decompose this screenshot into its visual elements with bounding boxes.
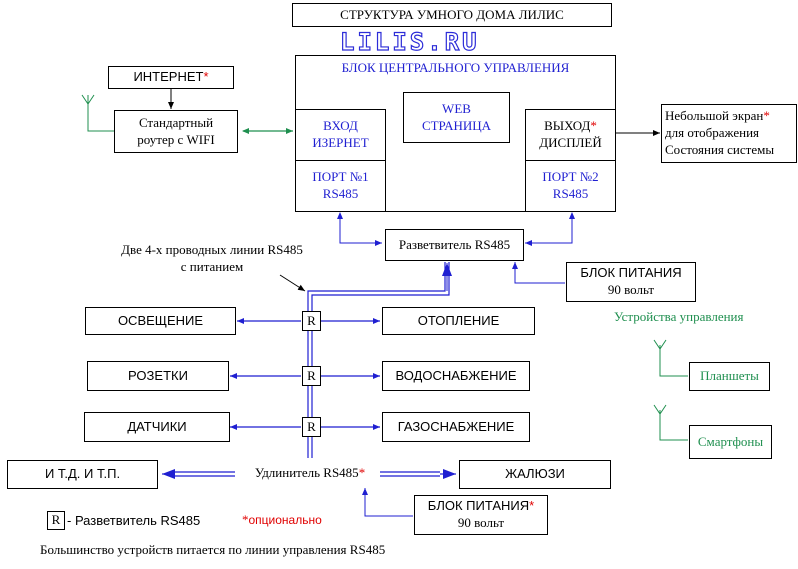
port1-splitter-link	[337, 212, 382, 246]
gas-supply-box: ГАЗОСНАБЖЕНИЕ	[382, 412, 530, 442]
central-unit-title: БЛОК ЦЕНТРАЛЬНОГО УПРАВЛЕНИЯ	[341, 60, 570, 75]
output-optional-mark: *	[590, 118, 597, 134]
display-line1: Небольшой экран	[665, 108, 764, 124]
power-ext-line1: БЛОК ПИТАНИЯ	[427, 498, 530, 514]
extender-box: Удлинитель RS485*	[235, 459, 385, 488]
display-box: Небольшой экран* для отображения Состоян…	[661, 104, 797, 163]
display-optional-mark: *	[763, 108, 770, 124]
r-splitter-1: R	[302, 311, 321, 331]
heating-label: ОТОПЛЕНИЕ	[417, 312, 500, 328]
internet-label: ИНТЕРНЕТ	[133, 69, 204, 85]
tablets-box: Планшеты	[689, 362, 770, 391]
port1-box: ПОРТ №1 RS485	[295, 160, 386, 212]
router-antenna	[81, 94, 114, 132]
sensors-box: ДАТЧИКИ	[84, 412, 230, 442]
router-line1: Стандартный	[138, 114, 214, 130]
central-input-line2: ИЗЕРНЕТ	[312, 135, 369, 150]
diagram-title: СТРУКТУРА УМНОГО ДОМА ЛИЛИС	[292, 3, 612, 27]
port2-line1: ПОРТ №2	[542, 169, 599, 185]
display-line2: для отображения	[665, 125, 760, 141]
internet-box: ИНТЕРНЕТ*	[108, 66, 234, 89]
r-splitter-1-label: R	[307, 312, 316, 328]
lilis-logo: LILIS.RU	[339, 28, 480, 56]
optional-legend-star: *	[242, 512, 249, 527]
central-output-box: ВЫХОД* ДИСПЛЕЙ	[525, 109, 616, 161]
port2-line2: RS485	[552, 186, 589, 201]
web-line2: СТРАНИЦА	[421, 117, 492, 133]
rs485-lines-note-line2: с питанием	[180, 258, 244, 274]
central-input-line1: ВХОД	[323, 118, 358, 134]
diagram-title-text: СТРУКТУРА УМНОГО ДОМА ЛИЛИС	[340, 6, 564, 22]
r-splitter-2-label: R	[307, 367, 316, 383]
smartphones-box: Смартфоны	[689, 425, 772, 459]
extender-label: Удлинитель RS485	[254, 465, 359, 481]
heating-box: ОТОПЛЕНИЕ	[382, 307, 535, 335]
smartphones-label: Смартфоны	[697, 433, 764, 449]
tablets-label: Планшеты	[700, 368, 759, 384]
legend-r-letter: R	[51, 512, 61, 528]
footer-note: Большинство устройств питается по линии …	[40, 542, 386, 557]
rs485-lines-note: Две 4-х проводных линии RS485 с питанием	[102, 242, 322, 276]
central-input-box: ВХОД ИЗЕРНЕТ	[295, 109, 386, 161]
branch-arrows	[230, 318, 380, 430]
power-ext-optional-mark: *	[529, 498, 535, 514]
r-splitter-3: R	[302, 417, 321, 437]
lighting-box: ОСВЕЩЕНИЕ	[85, 307, 236, 335]
power-ext-box: БЛОК ПИТАНИЯ* 90 вольт	[414, 495, 548, 535]
etc-label: И Т.Д. И Т.П.	[44, 466, 121, 482]
lighting-label: ОСВЕЩЕНИЕ	[117, 312, 204, 328]
main-splitter-label: Разветвитель RS485	[398, 236, 511, 252]
sensors-label: ДАТЧИКИ	[127, 418, 187, 434]
central-output-line2: ДИСПЛЕЙ	[539, 135, 602, 150]
water-supply-label: ВОДОСНАБЖЕНИЕ	[395, 367, 517, 383]
legend-r-symbol: R	[47, 511, 65, 530]
legend-r-text: - Разветвитель RS485	[67, 513, 201, 528]
main-splitter-box: Разветвитель RS485	[385, 229, 524, 261]
power-main-line2: 90 вольт	[607, 282, 655, 297]
port2-splitter-link	[525, 212, 575, 246]
water-supply-box: ВОДОСНАБЖЕНИЕ	[382, 361, 530, 391]
port1-line1: ПОРТ №1	[312, 169, 369, 185]
power-splitter-link	[512, 262, 565, 284]
etc-box: И Т.Д. И Т.П.	[7, 460, 158, 489]
blinds-box: ЖАЛЮЗИ	[459, 460, 611, 489]
blinds-label: ЖАЛЮЗИ	[505, 466, 565, 482]
extender-optional-mark: *	[358, 465, 366, 481]
gas-supply-label: ГАЗОСНАБЖЕНИЕ	[397, 418, 515, 434]
r-splitter-3-label: R	[307, 418, 316, 434]
control-devices-title: Устройства управления	[614, 309, 744, 324]
web-line1: WEB	[442, 100, 471, 116]
note-leader	[279, 274, 306, 292]
display-line3: Состояния системы	[665, 141, 775, 157]
tablet-antenna	[653, 339, 688, 377]
extender-links	[162, 469, 456, 479]
rs485-lines-note-line1: Две 4-х проводных линии RS485	[121, 242, 303, 257]
sockets-box: РОЗЕТКИ	[87, 361, 229, 391]
optional-legend-text: опционально	[248, 513, 322, 527]
power-main-line1: БЛОК ПИТАНИЯ	[580, 265, 682, 281]
r-splitter-2: R	[302, 366, 321, 386]
power-main-box: БЛОК ПИТАНИЯ 90 вольт	[566, 262, 696, 302]
optional-legend: *опционально	[242, 512, 322, 528]
internet-optional-mark: *	[203, 69, 209, 85]
router-line2: роутер с WIFI	[137, 131, 215, 147]
router-box: Стандартный роутер с WIFI	[114, 110, 238, 153]
central-output-line1: ВЫХОД	[544, 118, 591, 134]
power-ext-line2: 90 вольт	[457, 515, 505, 530]
power-ext-link	[362, 488, 413, 517]
port2-box: ПОРТ №2 RS485	[525, 160, 616, 212]
phone-antenna	[653, 404, 688, 441]
sockets-label: РОЗЕТКИ	[128, 367, 188, 383]
port1-line2: RS485	[322, 186, 359, 201]
web-page-box: WEB СТРАНИЦА	[403, 92, 510, 143]
